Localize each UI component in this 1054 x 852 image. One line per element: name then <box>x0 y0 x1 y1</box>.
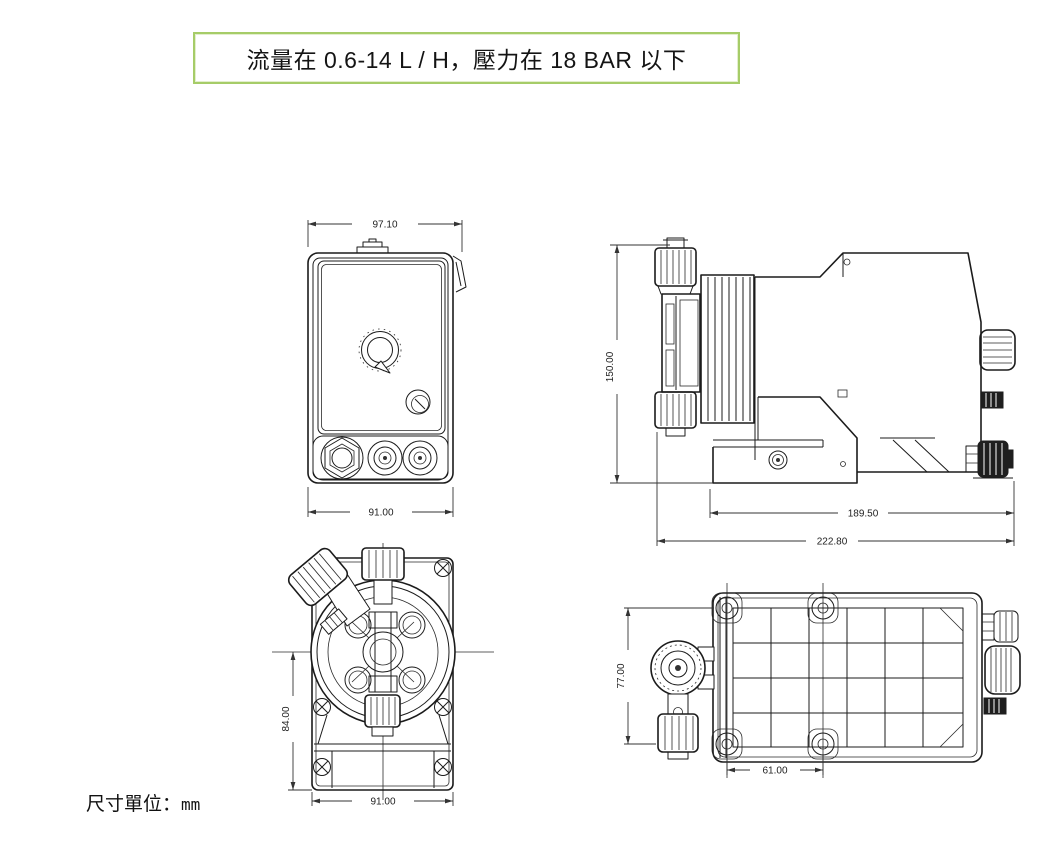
front-view: 97.10 91.00 <box>307 220 467 519</box>
rear-fittings <box>981 610 1021 715</box>
pump-head-view: 84.00 91.00 <box>272 543 494 808</box>
dim-label-side-mid-length: 189.50 <box>848 509 879 520</box>
dim-top-hole-spacing: 61.00 <box>726 756 824 777</box>
dim-front-top-width: 97.10 <box>307 220 463 252</box>
spec-title-box: 流量在 0.6-14 L / H，壓力在 18 BAR 以下 <box>193 32 740 84</box>
dim-label-top-hole-spacing: 61.00 <box>762 766 787 777</box>
mounting-holes <box>711 592 839 760</box>
unit-note: 尺寸單位：mm <box>86 789 200 816</box>
dim-head-width: 91.00 <box>311 792 454 808</box>
dim-front-bottom-width: 91.00 <box>307 487 454 519</box>
spec-title-text: 流量在 0.6-14 L / H，壓力在 18 BAR 以下 <box>246 47 687 73</box>
dim-label-side-height: 150.00 <box>605 351 616 382</box>
dim-label-side-total-length: 222.80 <box>817 537 848 548</box>
unit-note-unit: mm <box>181 795 201 814</box>
dim-side-total-length: 222.80 <box>656 432 1015 548</box>
unit-note-label: 尺寸單位： <box>86 793 182 815</box>
dim-side-height: 150.00 <box>605 244 713 484</box>
dim-side-mid-length: 189.50 <box>709 481 1015 520</box>
dim-label-front-bottom-width: 91.00 <box>368 508 393 519</box>
dim-head-height: 84.00 <box>281 652 312 791</box>
side-view: 150.00 189.50 222.80 <box>605 237 1016 548</box>
angled-valve <box>287 547 371 635</box>
dim-label-head-height: 84.00 <box>281 706 292 731</box>
dim-label-front-top-width: 97.10 <box>372 220 397 231</box>
dim-top-height: 77.00 <box>616 607 714 745</box>
top-view: 77.00 61.00 <box>616 583 1021 778</box>
dim-label-head-width: 91.00 <box>370 797 395 808</box>
side-valve <box>650 640 715 760</box>
dim-label-top-height: 77.00 <box>616 663 627 688</box>
